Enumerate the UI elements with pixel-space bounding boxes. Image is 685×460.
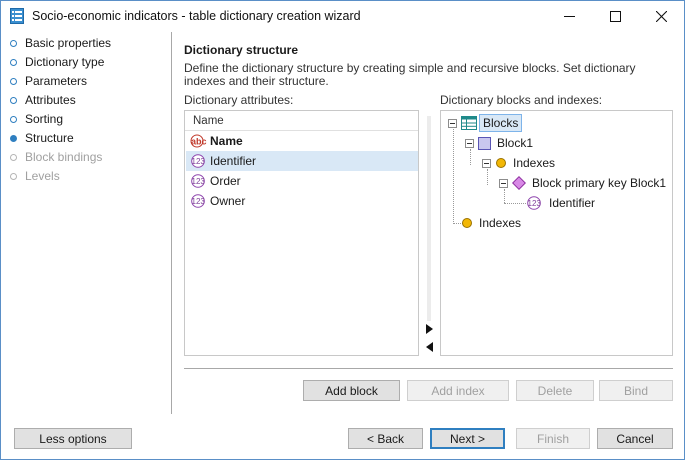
- move-left-arrow-icon[interactable]: [426, 342, 433, 352]
- step-dictionary-type[interactable]: Dictionary type: [10, 53, 104, 71]
- close-button[interactable]: [638, 1, 684, 32]
- step-dot-icon: [10, 96, 17, 104]
- tree-connector: [453, 129, 454, 224]
- tree-connector: [504, 189, 505, 203]
- svg-text:123: 123: [528, 199, 542, 208]
- index-icon: [496, 158, 506, 168]
- dictionary-app-icon: [10, 8, 24, 24]
- move-right-arrow-icon[interactable]: [426, 324, 433, 334]
- step-block-bindings: Block bindings: [10, 148, 102, 166]
- add-index-button[interactable]: Add index: [407, 380, 509, 401]
- step-dot-icon: [10, 39, 17, 47]
- collapse-icon[interactable]: [482, 158, 491, 168]
- tree-node-primary-key[interactable]: Block primary key Block1: [499, 173, 670, 193]
- tree-node-block1[interactable]: Block1: [465, 133, 537, 153]
- step-dot-active-icon: [10, 134, 17, 142]
- wizard-steps-nav: Basic properties Dictionary type Paramet…: [1, 32, 171, 412]
- panel-splitter[interactable]: [422, 110, 437, 356]
- collapse-icon[interactable]: [465, 138, 474, 148]
- number-attribute-icon: 123: [191, 194, 206, 208]
- tree-connector: [470, 149, 471, 165]
- step-basic-properties[interactable]: Basic properties: [10, 34, 111, 52]
- title-bar: Socio-economic indicators - table dictio…: [1, 1, 684, 32]
- step-dot-icon: [10, 153, 17, 161]
- delete-button[interactable]: Delete: [516, 380, 594, 401]
- svg-text:123: 123: [192, 157, 206, 166]
- attribute-row-owner[interactable]: 123 Owner: [191, 194, 246, 208]
- block-icon: [478, 136, 491, 150]
- maximize-icon: [609, 11, 621, 22]
- step-dot-icon: [10, 172, 17, 180]
- step-levels: Levels: [10, 167, 60, 185]
- finish-button[interactable]: Finish: [516, 428, 590, 449]
- maximize-button[interactable]: [592, 1, 638, 32]
- svg-text:123: 123: [192, 177, 206, 186]
- content-divider: [184, 368, 673, 369]
- next-button[interactable]: Next >: [430, 428, 505, 449]
- collapse-icon[interactable]: [499, 178, 508, 188]
- tree-node-block1-indexes[interactable]: Indexes: [482, 153, 559, 173]
- index-icon: [462, 218, 472, 228]
- step-dot-icon: [10, 58, 17, 66]
- minimize-button[interactable]: [546, 1, 592, 32]
- number-attribute-icon: 123: [527, 196, 542, 210]
- add-block-button[interactable]: Add block: [303, 380, 400, 401]
- page-title: Dictionary structure: [184, 43, 299, 57]
- less-options-button[interactable]: Less options: [14, 428, 132, 449]
- tree-node-pk-identifier[interactable]: 123 Identifier: [527, 196, 596, 210]
- attribute-row-order[interactable]: 123 Order: [191, 174, 241, 188]
- bind-button[interactable]: Bind: [599, 380, 673, 401]
- tree-connector: [453, 223, 463, 224]
- tree-connector: [487, 169, 488, 185]
- step-dot-icon: [10, 115, 17, 123]
- collapse-icon[interactable]: [448, 118, 457, 128]
- text-attribute-icon: abc: [190, 134, 207, 148]
- number-attribute-icon: 123: [191, 154, 206, 168]
- blocks-label: Dictionary blocks and indexes:: [440, 93, 603, 107]
- step-dot-icon: [10, 77, 17, 85]
- attribute-row-identifier[interactable]: 123 Identifier: [186, 151, 418, 171]
- blocks-tree[interactable]: Blocks Block1 Indexes Block primary key …: [440, 110, 673, 356]
- step-sorting[interactable]: Sorting: [10, 110, 63, 128]
- step-attributes[interactable]: Attributes: [10, 91, 76, 109]
- attribute-row-name[interactable]: abc Name: [190, 134, 243, 148]
- close-icon: [655, 11, 667, 22]
- splitter-track: [427, 116, 431, 321]
- step-structure[interactable]: Structure: [10, 129, 74, 147]
- page-description: Define the dictionary structure by creat…: [184, 61, 636, 88]
- list-column-header[interactable]: Name: [185, 111, 418, 131]
- tree-node-root-indexes[interactable]: Indexes: [461, 213, 525, 233]
- attributes-label: Dictionary attributes:: [184, 93, 294, 107]
- cancel-button[interactable]: Cancel: [597, 428, 673, 449]
- svg-text:123: 123: [192, 197, 206, 206]
- window-title: Socio-economic indicators - table dictio…: [32, 9, 361, 23]
- tree-node-blocks[interactable]: Blocks: [448, 113, 523, 133]
- primary-key-icon: [512, 176, 526, 190]
- step-parameters[interactable]: Parameters: [10, 72, 87, 90]
- table-icon: [461, 116, 477, 130]
- back-button[interactable]: < Back: [348, 428, 423, 449]
- nav-divider: [171, 32, 172, 414]
- tree-connector: [504, 203, 526, 204]
- number-attribute-icon: 123: [191, 174, 206, 188]
- attributes-list[interactable]: Name abc Name 123 Identifier 123 Order: [184, 110, 419, 356]
- svg-text:abc: abc: [191, 137, 207, 147]
- minimize-icon: [563, 16, 575, 17]
